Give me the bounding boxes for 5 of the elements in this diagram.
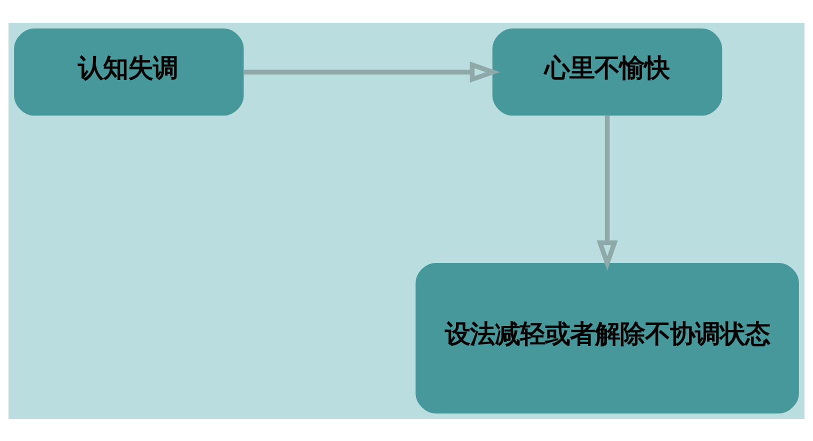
node-box: 设法减轻或者解除不协调状态 [416,262,799,413]
node-box: 心里不愉快 [492,28,722,116]
arrow [596,114,618,270]
arrow [243,61,500,82]
node-box: 认知失调 [14,28,244,116]
